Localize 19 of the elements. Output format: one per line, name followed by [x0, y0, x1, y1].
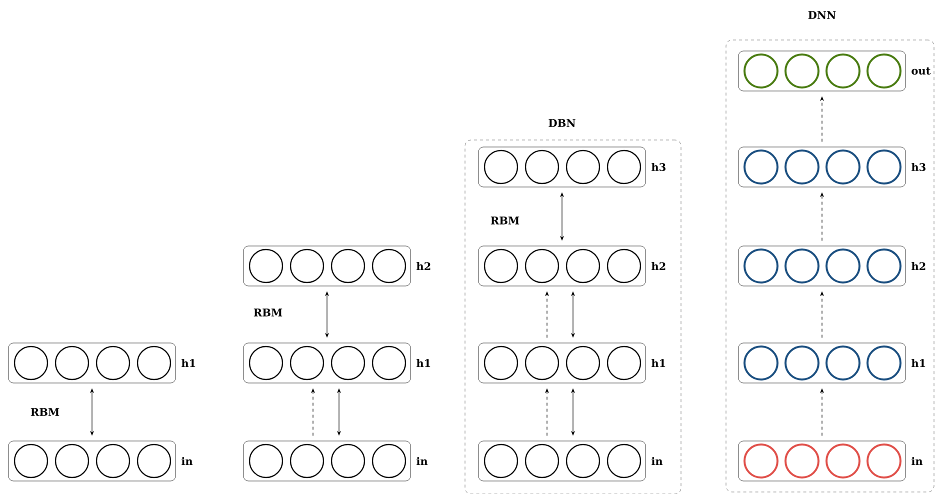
layer-label: h2: [652, 262, 666, 270]
layer-label: h3: [652, 162, 666, 172]
layer-label: h1: [182, 359, 196, 367]
layer-label: in: [182, 457, 193, 465]
group-title: DBN: [548, 119, 576, 127]
edge-label: RBM: [254, 308, 282, 316]
layer-label: h3: [912, 162, 926, 172]
layer-label: out: [912, 67, 931, 75]
layer-label: h1: [652, 359, 666, 367]
layer-label: in: [416, 457, 428, 465]
layer-label: h1: [912, 359, 926, 367]
layer-label: h2: [416, 262, 430, 270]
layer-label: in: [912, 457, 923, 465]
layer-label: h2: [912, 262, 926, 270]
edge-label: RBM: [30, 408, 60, 416]
layer-label: in: [652, 457, 663, 465]
edge-label: RBM: [490, 216, 520, 224]
group-title: DNN: [808, 11, 836, 19]
layer-label: h1: [416, 359, 430, 367]
